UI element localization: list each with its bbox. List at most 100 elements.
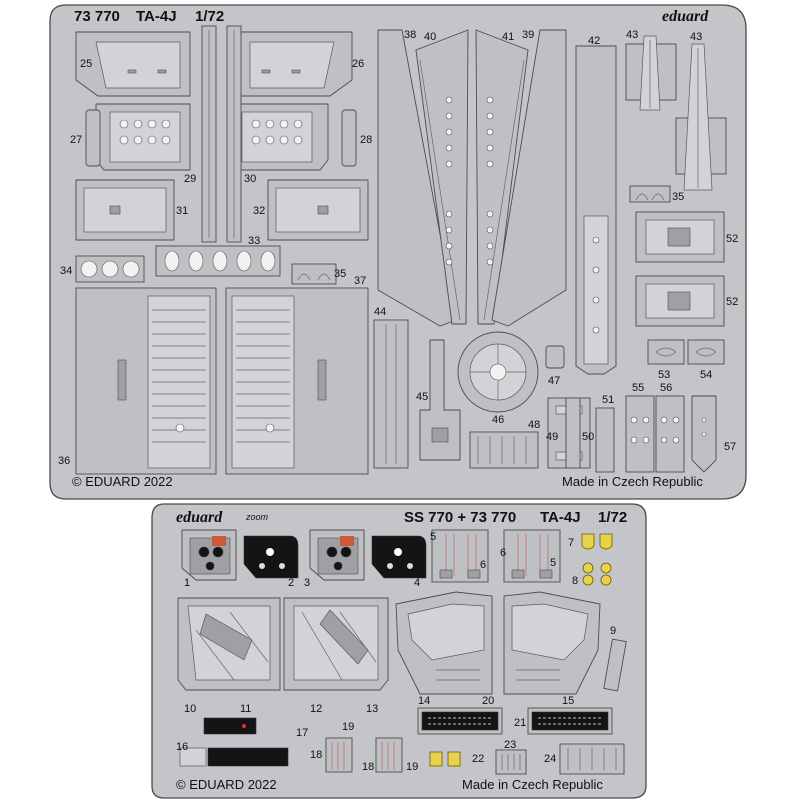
sheet1-code: 73 770	[74, 8, 120, 25]
label-3: 3	[304, 577, 310, 589]
label-5b: 5	[550, 557, 556, 569]
label-52b: 52	[726, 296, 738, 308]
label-44: 44	[374, 306, 386, 318]
label-1: 1	[184, 577, 190, 589]
part-1	[181, 529, 237, 581]
label-53: 53	[658, 369, 670, 381]
label-29: 29	[184, 173, 196, 185]
label-42: 42	[588, 35, 600, 47]
label-49: 49	[546, 431, 558, 443]
sheet2-brand-logo: eduard	[176, 509, 223, 526]
part-10-11	[177, 597, 281, 691]
label-56: 56	[660, 382, 672, 394]
label-27: 27	[70, 134, 82, 146]
part-5-6-left	[431, 529, 489, 583]
part-57	[691, 395, 717, 473]
part-8	[582, 562, 612, 586]
sheet2-scale: 1/72	[598, 509, 627, 526]
sheet1-copyright: © EDUARD 2022	[72, 474, 173, 489]
label-7: 7	[568, 537, 574, 549]
label-9: 9	[610, 625, 616, 637]
part-7	[581, 533, 613, 550]
label-10: 10	[184, 703, 196, 715]
part-23	[495, 749, 527, 775]
label-48: 48	[528, 419, 540, 431]
label-19a: 19	[342, 721, 354, 733]
label-26: 26	[352, 58, 364, 70]
part-22	[429, 751, 461, 767]
label-31: 31	[176, 205, 188, 217]
part-44	[373, 319, 409, 469]
label-34: 34	[60, 265, 72, 277]
flap-holes	[445, 96, 494, 266]
part-21	[527, 707, 613, 735]
part-40	[415, 29, 469, 325]
label-35a: 35	[334, 268, 346, 280]
fret-sheet-2: eduard zoom SS 770 + 73 770 TA-4J 1/72	[151, 503, 647, 799]
label-55: 55	[632, 382, 644, 394]
part-18-19-left	[325, 737, 353, 773]
part-42	[575, 45, 617, 375]
label-50: 50	[582, 431, 594, 443]
label-37: 37	[354, 275, 366, 287]
label-24: 24	[544, 753, 556, 765]
part-20	[417, 707, 503, 735]
part-24	[559, 743, 625, 775]
label-16: 16	[176, 741, 188, 753]
part-43-left	[625, 35, 677, 111]
label-15: 15	[562, 695, 574, 707]
label-19b: 19	[406, 761, 418, 773]
part-53	[647, 339, 685, 365]
label-17: 17	[296, 727, 308, 739]
label-38: 38	[404, 29, 416, 41]
fret-sheet-1: 73 770 TA-4J 1/72 eduard	[49, 4, 747, 500]
label-54: 54	[700, 369, 712, 381]
label-35b: 35	[672, 191, 684, 203]
part-26	[239, 31, 353, 97]
label-43a: 43	[626, 29, 638, 41]
part-36	[75, 287, 217, 475]
label-11: 11	[240, 703, 251, 715]
sheet1-brand-logo: eduard	[662, 8, 709, 25]
label-41: 41	[502, 31, 514, 43]
label-28: 28	[360, 134, 372, 146]
part-51	[595, 407, 615, 473]
part-27	[85, 109, 101, 167]
label-57: 57	[724, 441, 736, 453]
label-20: 20	[482, 695, 494, 707]
label-45: 45	[416, 391, 428, 403]
label-52a: 52	[726, 233, 738, 245]
label-23: 23	[504, 739, 516, 751]
part-54	[687, 339, 725, 365]
sheet2-copyright: © EDUARD 2022	[176, 777, 277, 792]
sheet1-model: TA-4J	[136, 8, 177, 25]
part-cockpit-panel-left	[95, 103, 191, 171]
part-35b	[629, 185, 671, 203]
part-34	[75, 255, 145, 283]
label-39: 39	[522, 29, 534, 41]
label-6b: 6	[500, 547, 506, 559]
label-43b: 43	[690, 31, 702, 43]
label-51: 51	[602, 394, 614, 406]
sheet2-code: SS 770 + 73 770	[404, 509, 516, 526]
label-14: 14	[418, 695, 430, 707]
label-2: 2	[288, 577, 294, 589]
part-41	[475, 29, 529, 325]
part-35a	[291, 263, 337, 285]
sheet2-made-in: Made in Czech Republic	[462, 777, 603, 792]
label-6a: 6	[480, 559, 486, 571]
label-46: 46	[492, 414, 504, 426]
part-2	[243, 535, 299, 579]
part-5-6-right	[503, 529, 561, 583]
label-13: 13	[366, 703, 378, 715]
sheet1-made-in: Made in Czech Republic	[562, 474, 703, 489]
part-43-right	[675, 43, 727, 191]
part-9	[603, 638, 627, 692]
part-25	[75, 31, 191, 97]
part-28	[341, 109, 357, 167]
part-52-lower	[635, 275, 725, 327]
part-cockpit-panel-right	[231, 103, 329, 171]
label-30: 30	[244, 173, 256, 185]
part-39	[491, 29, 567, 327]
label-47: 47	[548, 375, 560, 387]
